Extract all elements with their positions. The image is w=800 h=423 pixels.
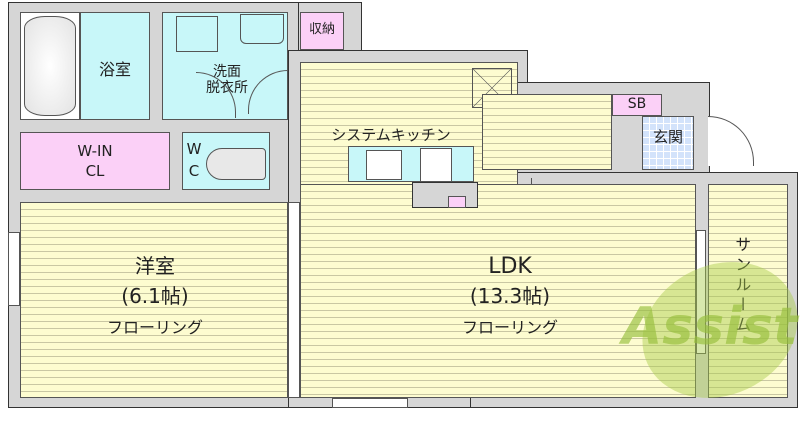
sink-icon [240, 14, 284, 44]
bathtub-icon [24, 16, 76, 116]
bathroom-label: 浴室 [98, 60, 131, 79]
watermark-text: Assist [622, 297, 798, 357]
western-room-size: (6.1帖) [121, 284, 189, 308]
kitchen-wall-overlay [412, 182, 478, 208]
toilet-label-line1: W [186, 140, 202, 158]
room-hall [482, 94, 612, 170]
shoe-box-label: SB [627, 96, 647, 112]
entrance-door-arc [708, 116, 754, 166]
toilet-label-line2: C [188, 162, 200, 180]
room-entrance [642, 116, 694, 170]
ldk-window-bottom [332, 398, 408, 408]
room-ldk [300, 184, 696, 398]
western-room-floor: フローリング [106, 318, 203, 337]
washroom-label-line1: 洗面 [213, 64, 241, 80]
toilet-icon [206, 148, 266, 180]
washing-machine-icon [176, 16, 218, 52]
western-room-label: 洋室 [135, 254, 175, 278]
kitchen-sink-icon [366, 150, 402, 180]
room-walk-in-closet [20, 132, 170, 190]
room-sunroom [708, 184, 788, 398]
sunroom-label: サンルーム [732, 236, 752, 336]
room-bathroom [80, 12, 150, 120]
storage-label: 収納 [308, 22, 335, 37]
ldk-size: (13.3帖) [469, 284, 551, 308]
kitchen-label: システムキッチン [331, 126, 451, 144]
western-window-left [8, 232, 20, 306]
ldk-label: LDK [488, 254, 532, 279]
sliding-partition [288, 202, 300, 398]
room-shoe-box [612, 94, 662, 116]
room-storage [300, 12, 344, 50]
kitchen-storage-small-2 [448, 196, 466, 208]
walk-in-closet-label-line1: W-IN [77, 142, 113, 160]
kitchen-stove-icon [420, 148, 452, 182]
room-western [20, 202, 288, 398]
walk-in-closet-label-line2: CL [85, 162, 105, 180]
entrance-label: 玄関 [652, 128, 683, 146]
sunroom-window [696, 230, 706, 354]
ldk-floor: フローリング [461, 318, 558, 337]
